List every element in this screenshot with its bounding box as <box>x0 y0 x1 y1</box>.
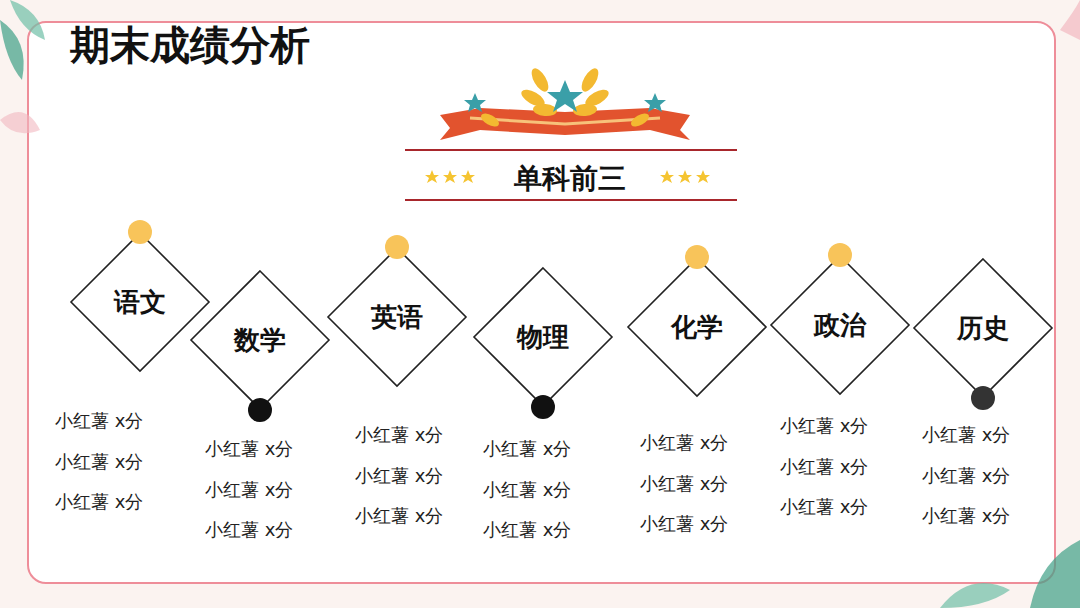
score-entry: 小红薯 x分 <box>55 450 143 474</box>
score-entry: 小红薯 x分 <box>205 518 293 542</box>
score-entry: 小红薯 x分 <box>355 504 443 528</box>
banner-heading: 单科前三 <box>514 160 626 198</box>
subject-name: 历史 <box>957 311 1009 346</box>
subject-name: 语文 <box>114 285 166 320</box>
score-entry: 小红薯 x分 <box>922 504 1010 528</box>
subject-diamond: 历史 <box>913 258 1053 398</box>
marker-dot <box>971 386 995 410</box>
score-entry: 小红薯 x分 <box>640 431 728 455</box>
score-entry: 小红薯 x分 <box>55 490 143 514</box>
subject-diamond: 政治 <box>770 255 910 395</box>
score-entry: 小红薯 x分 <box>640 472 728 496</box>
score-entry: 小红薯 x分 <box>355 464 443 488</box>
score-entry: 小红薯 x分 <box>640 512 728 536</box>
score-entry: 小红薯 x分 <box>483 478 571 502</box>
subject-diamond: 数学 <box>190 270 330 410</box>
score-entry: 小红薯 x分 <box>483 518 571 542</box>
subject-name: 英语 <box>371 300 423 335</box>
marker-dot <box>685 245 709 269</box>
score-entry: 小红薯 x分 <box>780 455 868 479</box>
page-title: 期末成绩分析 <box>70 18 310 73</box>
score-entry: 小红薯 x分 <box>780 414 868 438</box>
score-entry: 小红薯 x分 <box>205 437 293 461</box>
marker-dot <box>385 235 409 259</box>
score-entry: 小红薯 x分 <box>922 464 1010 488</box>
subject-diamond: 语文 <box>70 232 210 372</box>
subject-name: 数学 <box>234 323 286 358</box>
marker-dot <box>828 243 852 267</box>
subject-diamond: 物理 <box>473 267 613 407</box>
marker-dot <box>531 395 555 419</box>
subject-diamond: 化学 <box>627 257 767 397</box>
marker-dot <box>248 398 272 422</box>
subject-diamond: 英语 <box>327 247 467 387</box>
score-entry: 小红薯 x分 <box>780 495 868 519</box>
laurel-emblem <box>440 66 690 140</box>
score-entry: 小红薯 x分 <box>55 409 143 433</box>
subject-name: 物理 <box>517 320 569 355</box>
marker-dot <box>128 220 152 244</box>
score-entry: 小红薯 x分 <box>922 423 1010 447</box>
score-entry: 小红薯 x分 <box>355 423 443 447</box>
score-entry: 小红薯 x分 <box>483 437 571 461</box>
subject-name: 政治 <box>814 308 866 343</box>
score-entry: 小红薯 x分 <box>205 478 293 502</box>
subject-name: 化学 <box>671 310 723 345</box>
